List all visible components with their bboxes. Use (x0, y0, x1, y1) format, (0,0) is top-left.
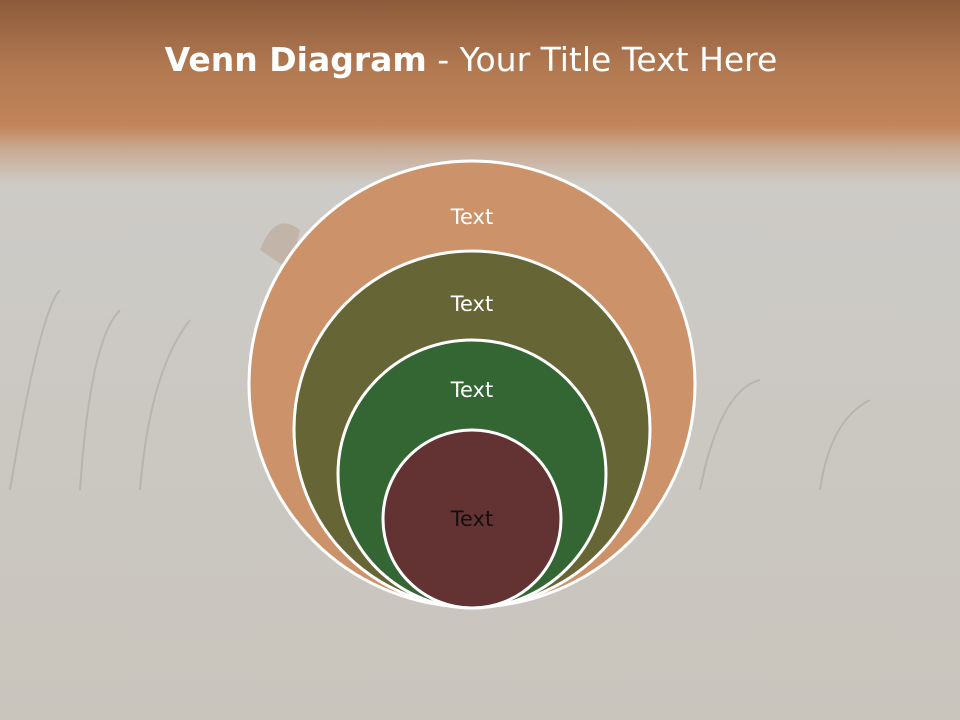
ring-2-label: Text (450, 292, 493, 316)
slide-title: Venn Diagram - Your Title Text Here (0, 40, 942, 79)
title-bold: Venn Diagram (164, 40, 427, 79)
ring-3-label: Text (450, 378, 493, 402)
ring-1-label: Text (450, 205, 493, 229)
title-rest: - Your Title Text Here (426, 40, 778, 79)
ring-4-circle (381, 428, 563, 610)
ring-4-label: Text (450, 507, 493, 531)
